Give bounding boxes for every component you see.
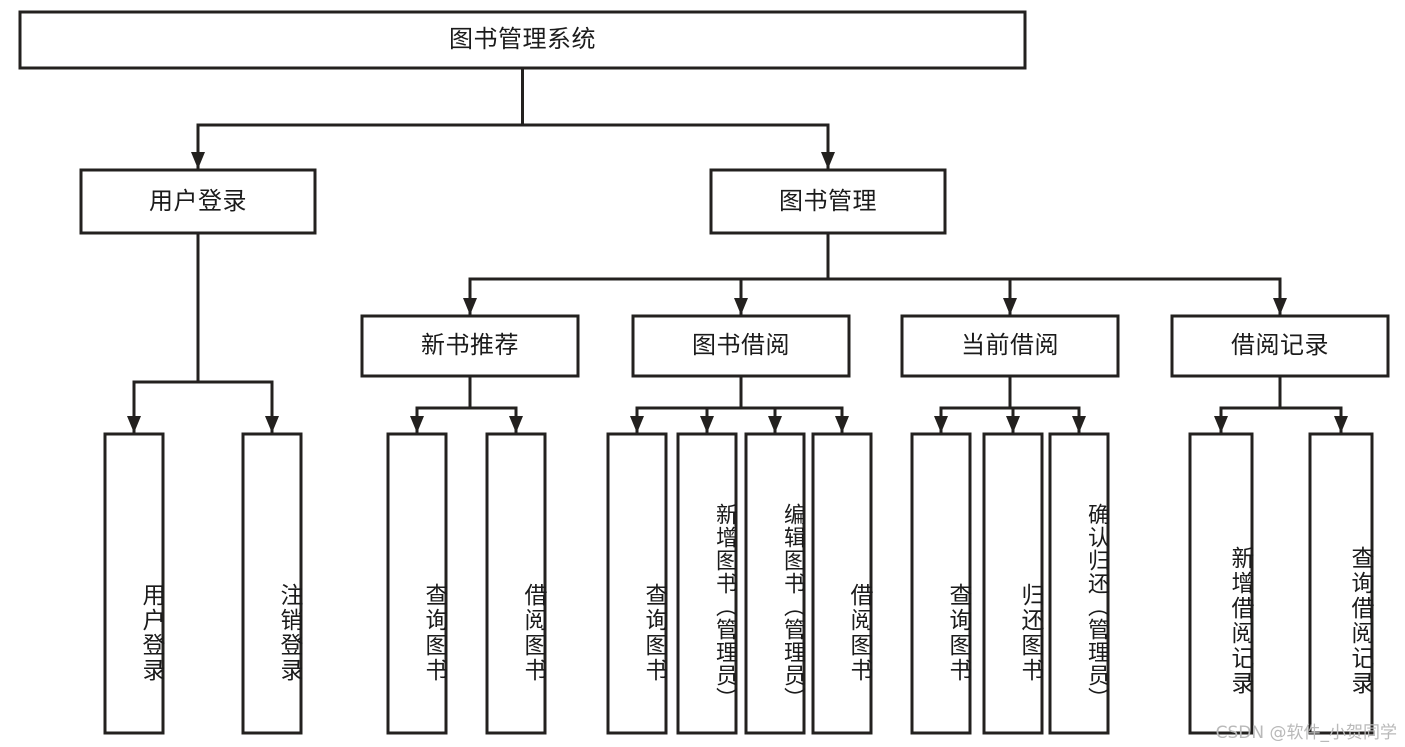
edge-arrowhead bbox=[934, 416, 948, 433]
node-box-leaf-query-book-2[interactable] bbox=[606, 432, 668, 735]
node-box-leaf-user-login[interactable] bbox=[103, 432, 165, 735]
node-box-user-login[interactable] bbox=[79, 168, 317, 235]
node-box-leaf-edit-book[interactable] bbox=[744, 432, 806, 735]
node-box-leaf-return-book[interactable] bbox=[982, 432, 1044, 735]
node-box-leaf-borrow-book-2[interactable] bbox=[811, 432, 873, 735]
node-box-leaf-query-record[interactable] bbox=[1308, 432, 1374, 735]
node-box-new-book-rec[interactable] bbox=[360, 314, 580, 378]
node-box-leaf-add-record[interactable] bbox=[1188, 432, 1254, 735]
edge-arrowhead bbox=[191, 152, 205, 169]
edge-arrowhead bbox=[1003, 298, 1017, 315]
node-box-root[interactable] bbox=[18, 10, 1027, 70]
edge-arrowhead bbox=[1273, 298, 1287, 315]
edge-arrowhead bbox=[410, 416, 424, 433]
node-box-leaf-add-book[interactable] bbox=[676, 432, 738, 735]
edge-arrowhead bbox=[265, 416, 279, 433]
edge-arrowhead bbox=[835, 416, 849, 433]
node-box-borrow-record[interactable] bbox=[1170, 314, 1390, 378]
edge-arrowhead bbox=[700, 416, 714, 433]
edge-arrowhead bbox=[463, 298, 477, 315]
edge-arrowhead bbox=[1006, 416, 1020, 433]
edge-arrowhead bbox=[509, 416, 523, 433]
node-box-leaf-query-book-1[interactable] bbox=[386, 432, 448, 735]
node-box-leaf-borrow-book-1[interactable] bbox=[485, 432, 547, 735]
node-box-leaf-logout[interactable] bbox=[241, 432, 303, 735]
node-box-book-manage[interactable] bbox=[709, 168, 947, 235]
edge-arrowhead bbox=[630, 416, 644, 433]
node-box-book-borrow[interactable] bbox=[631, 314, 851, 378]
edge-arrowhead bbox=[127, 416, 141, 433]
edge-arrowhead bbox=[1334, 416, 1348, 433]
node-box-leaf-query-book-3[interactable] bbox=[910, 432, 972, 735]
node-box-leaf-confirm-return[interactable] bbox=[1048, 432, 1110, 735]
watermark-text: CSDN @软件_小贺同学 bbox=[1215, 723, 1397, 743]
connector-layer bbox=[127, 66, 1348, 435]
node-box-layer bbox=[18, 10, 1390, 735]
edge-arrowhead bbox=[734, 298, 748, 315]
node-box-current-borrow[interactable] bbox=[900, 314, 1120, 378]
edge-arrowhead bbox=[1072, 416, 1086, 433]
edge-arrowhead bbox=[821, 152, 835, 169]
edge-arrowhead bbox=[1214, 416, 1228, 433]
edge-arrowhead bbox=[768, 416, 782, 433]
